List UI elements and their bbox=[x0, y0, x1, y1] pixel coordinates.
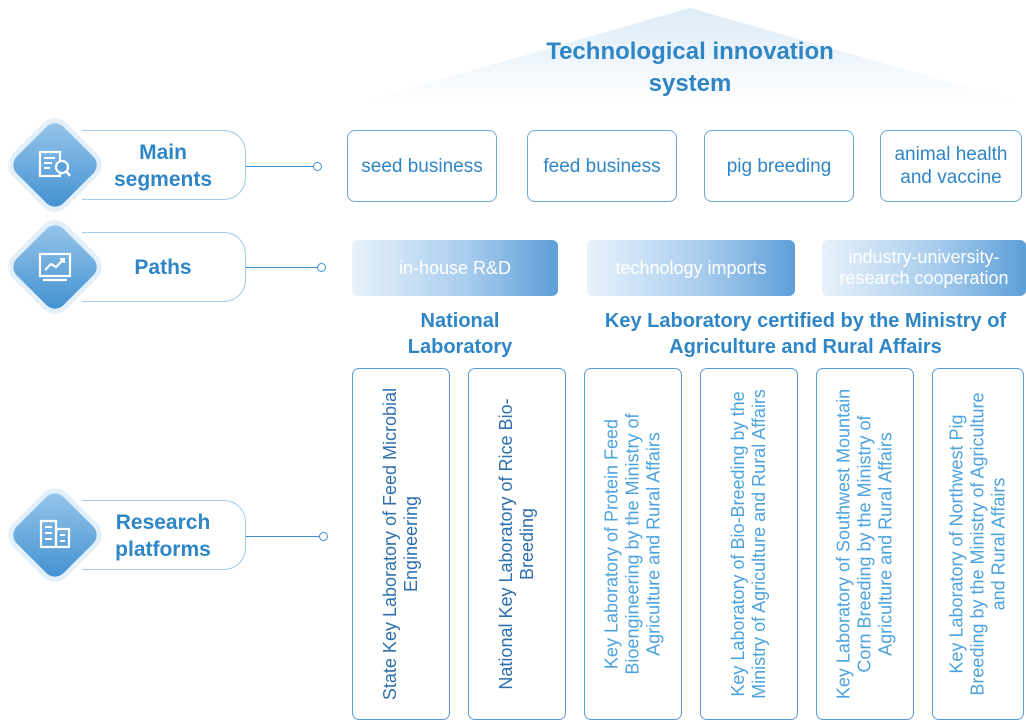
diagram-title: Technological innovation system bbox=[546, 38, 834, 97]
platform-column: Key Laboratory of Southwest Mountain Cor… bbox=[816, 368, 914, 720]
platform-column: Key Laboratory of Protein Feed Bioengine… bbox=[584, 368, 682, 720]
paths-label-box bbox=[82, 232, 246, 302]
platform-column: Key Laboratory of Northwest Pig Breeding… bbox=[932, 368, 1024, 720]
connector-dot bbox=[319, 532, 328, 541]
research-platforms-label: Research platforms bbox=[115, 511, 211, 561]
segment-box: seed business bbox=[347, 130, 497, 202]
path-pill: in-house R&D bbox=[352, 240, 558, 296]
segment-box: animal health and vaccine bbox=[880, 130, 1022, 202]
document-search-icon bbox=[38, 150, 71, 178]
main-segments-label: Main segments bbox=[113, 141, 213, 191]
buildings-icon bbox=[39, 519, 71, 549]
platform-column: Key Laboratory of Bio-Breeding by the Mi… bbox=[700, 368, 798, 720]
chart-trend-icon bbox=[38, 252, 72, 282]
platform-label: Key Laboratory of Protein Feed Bioengine… bbox=[601, 413, 664, 675]
platform-label: Key Laboratory of Southwest Mountain Cor… bbox=[833, 388, 896, 700]
connector-dot bbox=[317, 263, 326, 272]
connector-line bbox=[246, 536, 320, 537]
paths-label: Paths bbox=[134, 256, 192, 279]
segment-box: pig breeding bbox=[704, 130, 854, 202]
main-segments-label-box bbox=[82, 130, 246, 200]
platform-label: Key Laboratory of Bio-Breeding by the Mi… bbox=[728, 389, 769, 699]
platform-column: State Key Laboratory of Feed Microbial E… bbox=[352, 368, 450, 720]
connector-line bbox=[246, 166, 314, 167]
platform-label: National Key Laboratory of Rice Bio-Bree… bbox=[496, 398, 537, 690]
roof-shape bbox=[355, 8, 1026, 104]
platform-column: National Key Laboratory of Rice Bio-Bree… bbox=[468, 368, 566, 720]
key-laboratory-header: Key Laboratory certified by the Ministry… bbox=[604, 310, 1007, 358]
segment-box: feed business bbox=[527, 130, 677, 202]
path-pill: technology imports bbox=[587, 240, 795, 296]
connector-dot bbox=[313, 162, 322, 171]
connector-line bbox=[246, 267, 318, 268]
national-laboratory-header: National Laboratory bbox=[407, 310, 513, 358]
platform-label: State Key Laboratory of Feed Microbial E… bbox=[380, 387, 421, 701]
path-pill: industry-university-research cooperation bbox=[822, 240, 1026, 296]
research-platforms-label-box bbox=[82, 500, 246, 570]
platform-label: Key Laboratory of Northwest Pig Breeding… bbox=[946, 392, 1009, 696]
